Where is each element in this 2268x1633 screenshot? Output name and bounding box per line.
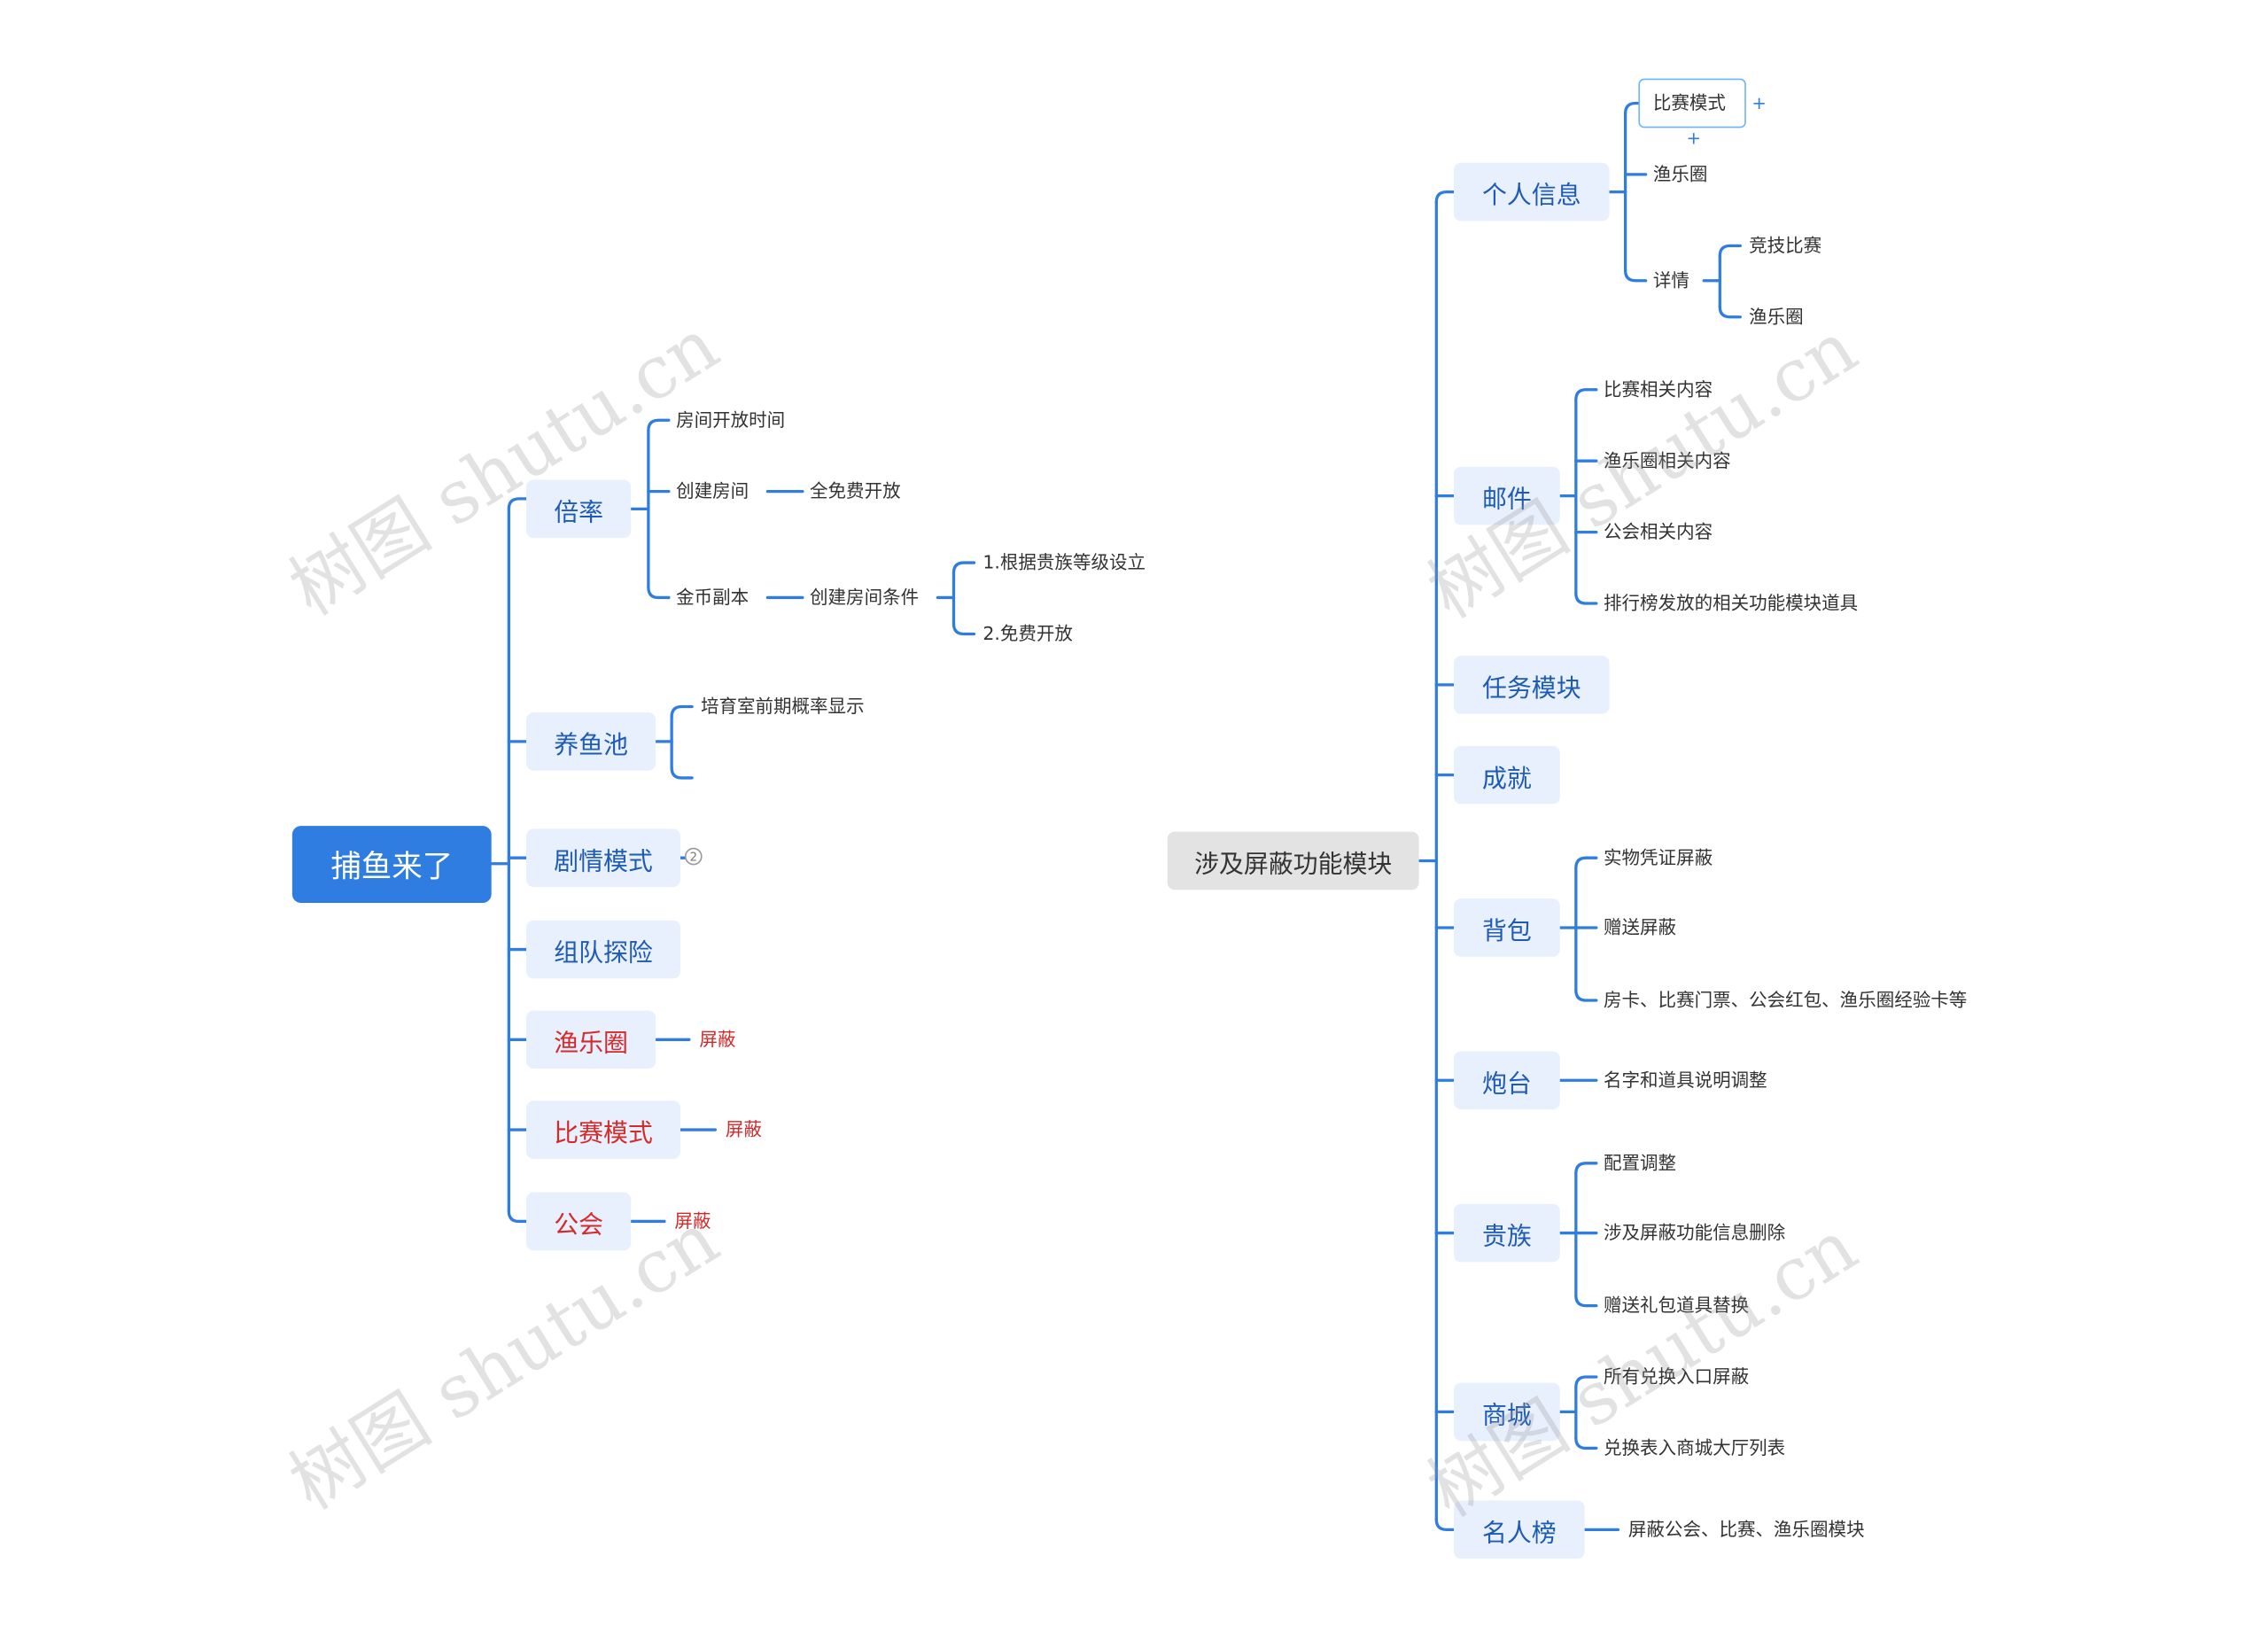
add-sibling-icon[interactable]: + bbox=[1751, 93, 1767, 113]
branch-node-story-mode[interactable]: 剧情模式 bbox=[526, 828, 680, 888]
leaf-match-content[interactable]: 比赛相关内容 bbox=[1604, 377, 1713, 400]
add-child-icon[interactable]: + bbox=[1686, 128, 1702, 149]
branch-node-guild[interactable]: 公会 bbox=[526, 1192, 632, 1251]
leaf-blocked-guild[interactable]: 屏蔽 bbox=[674, 1209, 711, 1232]
branch-node-mail[interactable]: 邮件 bbox=[1454, 466, 1560, 525]
leaf-exchange-blocked[interactable]: 所有兑换入口屏蔽 bbox=[1604, 1365, 1750, 1388]
leaf-exchange-list[interactable]: 兑换表入商城大厅列表 bbox=[1604, 1436, 1786, 1458]
branch-node-fish-pond[interactable]: 养鱼池 bbox=[526, 712, 656, 771]
branch-node-team-adventure[interactable]: 组队探险 bbox=[526, 920, 680, 979]
branch-node-backpack[interactable]: 背包 bbox=[1454, 898, 1560, 957]
branch-node-task-module[interactable]: 任务模块 bbox=[1454, 656, 1610, 714]
branch-node-achievement[interactable]: 成就 bbox=[1454, 745, 1560, 805]
leaf-free-open-2[interactable]: 2.免费开放 bbox=[983, 622, 1073, 644]
leaf-fishing-circle[interactable]: 渔乐圈 bbox=[1652, 162, 1708, 185]
root-node-right[interactable]: 涉及屏蔽功能模块 bbox=[1167, 831, 1419, 890]
leaf-gift-replace[interactable]: 赠送礼包道具替换 bbox=[1604, 1294, 1750, 1317]
leaf-create-room-conditions[interactable]: 创建房间条件 bbox=[810, 586, 920, 608]
branch-node-fishing-circle[interactable]: 渔乐圈 bbox=[526, 1010, 656, 1069]
leaf-ranking-items[interactable]: 排行榜发放的相关功能模块道具 bbox=[1604, 591, 1859, 614]
selected-node-frame bbox=[1638, 78, 1746, 128]
leaf-fishing-circle-2[interactable]: 渔乐圈 bbox=[1749, 305, 1804, 328]
leaf-turret-name-adjust[interactable]: 名字和道具说明调整 bbox=[1604, 1069, 1767, 1091]
branch-node-personal-info[interactable]: 个人信息 bbox=[1454, 162, 1610, 222]
leaf-room-cards[interactable]: 房卡、比赛门票、公会红包、渔乐圈经验卡等 bbox=[1604, 988, 1968, 1011]
leaf-noble-level[interactable]: 1.根据贵族等级设立 bbox=[983, 550, 1146, 573]
leaf-info-delete[interactable]: 涉及屏蔽功能信息删除 bbox=[1604, 1221, 1786, 1244]
leaf-match-mode[interactable]: 比赛模式 bbox=[1652, 91, 1726, 113]
leaf-blocked-fishing-circle[interactable]: 屏蔽 bbox=[699, 1028, 736, 1050]
leaf-guild-content[interactable]: 公会相关内容 bbox=[1604, 520, 1713, 543]
leaf-room-open-time[interactable]: 房间开放时间 bbox=[676, 408, 786, 431]
leaf-gold-dungeon[interactable]: 金币副本 bbox=[676, 586, 750, 608]
branch-node-match-mode[interactable]: 比赛模式 bbox=[526, 1100, 680, 1159]
leaf-create-room[interactable]: 创建房间 bbox=[676, 479, 750, 502]
leaf-config-adjust[interactable]: 配置调整 bbox=[1604, 1151, 1677, 1174]
branch-node-shop[interactable]: 商城 bbox=[1454, 1382, 1560, 1442]
leaf-fishing-circle-content[interactable]: 渔乐圈相关内容 bbox=[1604, 449, 1731, 471]
leaf-voucher-blocked[interactable]: 实物凭证屏蔽 bbox=[1604, 846, 1713, 868]
collapsed-count-badge[interactable]: 2 bbox=[684, 847, 703, 866]
branch-node-hall-of-fame[interactable]: 名人榜 bbox=[1454, 1500, 1585, 1559]
root-node-left[interactable]: 捕鱼来了 bbox=[291, 826, 492, 904]
branch-node-turret[interactable]: 炮台 bbox=[1454, 1051, 1560, 1110]
leaf-free-open[interactable]: 全免费开放 bbox=[810, 479, 901, 502]
leaf-nursery-probability[interactable]: 培育室前期概率显示 bbox=[700, 695, 865, 718]
branch-node-noble[interactable]: 贵族 bbox=[1454, 1203, 1560, 1263]
leaf-gift-blocked[interactable]: 赠送屏蔽 bbox=[1604, 915, 1677, 938]
branch-node-rate[interactable]: 倍率 bbox=[526, 479, 632, 539]
leaf-competitive-match[interactable]: 竞技比赛 bbox=[1749, 234, 1822, 256]
leaf-hall-of-fame-block[interactable]: 屏蔽公会、比赛、渔乐圈模块 bbox=[1627, 1518, 1865, 1540]
leaf-details[interactable]: 详情 bbox=[1652, 268, 1689, 292]
leaf-blocked-match[interactable]: 屏蔽 bbox=[725, 1117, 762, 1140]
